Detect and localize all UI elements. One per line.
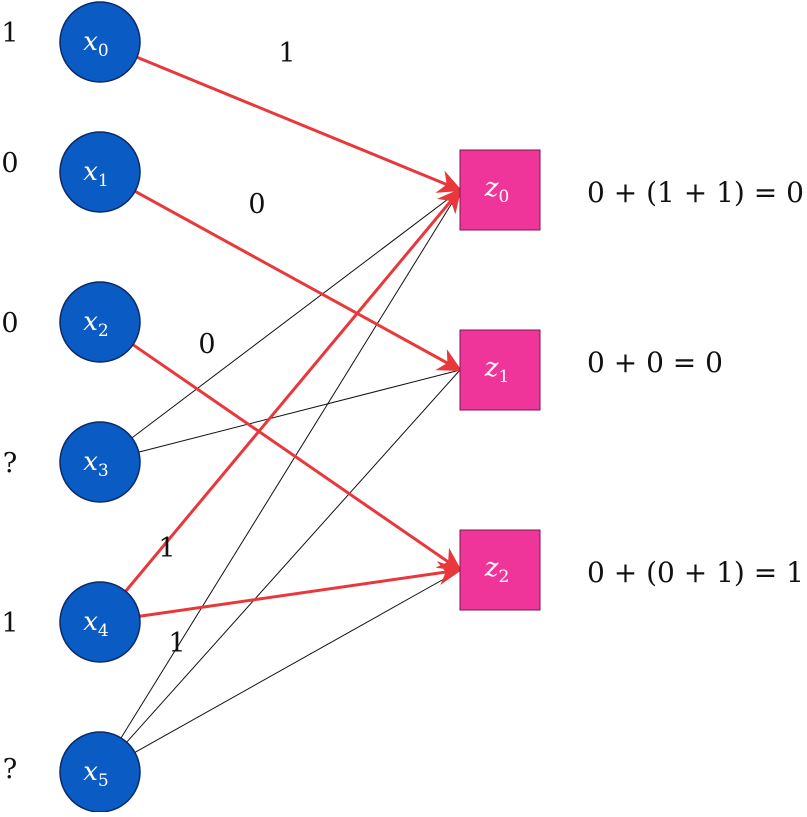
input-node-circle [59,131,141,213]
edge-x3-z0 [131,189,461,439]
input-value-x5: ? [3,754,17,785]
edge-x4-z2 [139,561,463,618]
output-node-label: z1 [484,353,510,387]
equation-z0: 0 + (1 + 1) = 0 [587,176,804,209]
edge-x5-z2 [134,569,461,753]
input-value-x1: 0 [1,148,18,179]
input-node-x0: x0 [59,1,141,83]
output-node-z1: z1 [459,329,541,411]
input-node-x4: x4 [59,581,141,663]
edge-x3-z1 [138,369,461,453]
output-node-square [459,529,541,611]
output-node-z2: z2 [459,529,541,611]
edge-x1-z1 [134,189,463,372]
input-node-x5: x5 [59,731,141,813]
edge-x0-z0 [136,55,463,193]
input-value-x4: 1 [1,608,18,639]
input-value-x3: ? [3,448,17,479]
edge-x5-z1 [126,369,461,743]
edge-labels-layer: 1 0 0 1 1 [158,38,295,659]
edge-label-x1-z1: 0 [248,189,265,220]
input-node-x3: x3 [59,421,141,503]
output-node-square [459,329,541,411]
edges-layer [120,55,463,753]
input-node-label: x4 [83,607,109,641]
input-nodes-layer: x0 x1 x2 x3 x4 x5 [59,1,141,813]
input-value-x2: 0 [1,308,18,339]
edge-label-x4-z0: 1 [158,533,175,564]
equations-layer: 0 + (1 + 1) = 0 0 + 0 = 0 0 + (0 + 1) = … [587,176,804,589]
input-node-circle [59,281,141,363]
input-values-layer: 1 0 0 ? 1 ? [1,18,18,785]
input-value-x0: 1 [1,18,18,49]
equation-z1: 0 + 0 = 0 [587,346,723,379]
input-node-circle [59,581,141,663]
edge-label-x4-z2: 1 [168,628,185,659]
output-nodes-layer: z0 z1 z2 [459,149,541,611]
edge-x2-z2 [132,343,462,572]
edge-x4-z0 [124,188,462,593]
edge-x5-z0 [120,189,461,739]
output-node-square [459,149,541,231]
edge-label-x2-z2: 0 [198,329,215,360]
input-node-label: x5 [83,757,109,791]
edge-label-x0-z0: 1 [278,38,295,69]
input-node-x2: x2 [59,281,141,363]
input-node-circle [59,1,141,83]
equation-z2: 0 + (0 + 1) = 1 [587,556,804,589]
input-node-circle [59,421,141,503]
output-node-z0: z0 [459,149,541,231]
input-node-x1: x1 [59,131,141,213]
